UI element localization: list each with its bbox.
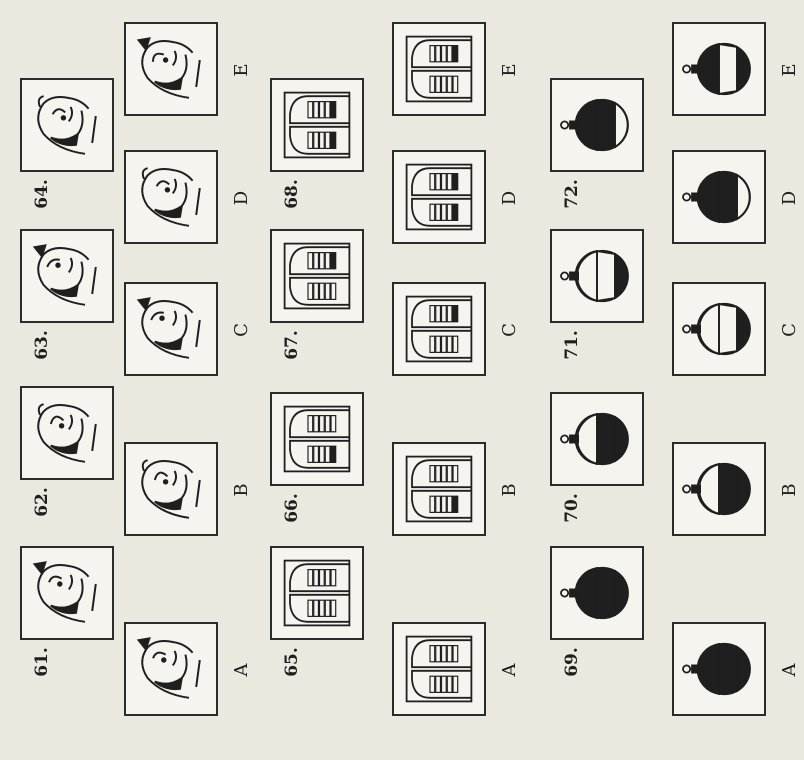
- question-figure-ornament-ball-icon: [550, 392, 644, 486]
- answer-option-a[interactable]: [124, 622, 218, 716]
- answer-option-c[interactable]: [392, 282, 486, 376]
- option-letter: D: [778, 178, 802, 218]
- ornament-ball-icon: [674, 444, 764, 534]
- question-figure-face-profile-icon: [20, 546, 114, 640]
- question-number: 70.: [560, 488, 584, 528]
- answer-option-e[interactable]: [672, 22, 766, 116]
- option-letter: C: [778, 310, 802, 350]
- option-letter: E: [230, 50, 254, 90]
- option-letter: E: [498, 50, 522, 90]
- option-letter: C: [498, 310, 522, 350]
- question-number: 71.: [560, 325, 584, 365]
- answer-option-d[interactable]: [672, 150, 766, 244]
- question-number: 63.: [30, 325, 54, 365]
- face-profile-icon: [126, 624, 216, 714]
- option-letter: B: [498, 470, 522, 510]
- double-door-icon: [272, 80, 362, 170]
- double-door-icon: [394, 624, 484, 714]
- question-figure-double-door-icon: [270, 78, 364, 172]
- question-number: 68.: [280, 174, 304, 214]
- question-figure-ornament-ball-icon: [550, 546, 644, 640]
- answer-option-e[interactable]: [392, 22, 486, 116]
- question-figure-ornament-ball-icon: [550, 229, 644, 323]
- question-number: 62.: [30, 482, 54, 522]
- face-profile-icon: [22, 388, 112, 478]
- question-figure-face-profile-icon: [20, 229, 114, 323]
- answer-option-a[interactable]: [392, 622, 486, 716]
- option-letter: B: [230, 470, 254, 510]
- face-profile-icon: [126, 152, 216, 242]
- ornament-ball-icon: [552, 231, 642, 321]
- question-figure-double-door-icon: [270, 392, 364, 486]
- ornament-ball-icon: [552, 394, 642, 484]
- question-number: 67.: [280, 325, 304, 365]
- question-number: 64.: [30, 174, 54, 214]
- question-number: 65.: [280, 642, 304, 682]
- double-door-icon: [394, 284, 484, 374]
- answer-option-d[interactable]: [392, 150, 486, 244]
- option-letter: C: [230, 310, 254, 350]
- ornament-ball-icon: [552, 80, 642, 170]
- double-door-icon: [394, 444, 484, 534]
- option-letter: D: [498, 178, 522, 218]
- answer-option-b[interactable]: [124, 442, 218, 536]
- ornament-ball-icon: [674, 284, 764, 374]
- double-door-icon: [394, 152, 484, 242]
- option-letter: D: [230, 178, 254, 218]
- ornament-ball-icon: [552, 548, 642, 638]
- answer-option-e[interactable]: [124, 22, 218, 116]
- option-letter: A: [230, 650, 254, 690]
- question-number: 72.: [560, 174, 584, 214]
- answer-option-c[interactable]: [672, 282, 766, 376]
- double-door-icon: [272, 548, 362, 638]
- face-profile-icon: [22, 548, 112, 638]
- face-profile-icon: [22, 231, 112, 321]
- option-letter: B: [778, 470, 802, 510]
- double-door-icon: [272, 394, 362, 484]
- face-profile-icon: [126, 24, 216, 114]
- ornament-ball-icon: [674, 152, 764, 242]
- face-profile-icon: [22, 80, 112, 170]
- option-letter: E: [778, 50, 802, 90]
- question-figure-ornament-ball-icon: [550, 78, 644, 172]
- option-letter: A: [778, 650, 802, 690]
- answer-option-b[interactable]: [672, 442, 766, 536]
- ornament-ball-icon: [674, 24, 764, 114]
- answer-option-d[interactable]: [124, 150, 218, 244]
- question-figure-face-profile-icon: [20, 78, 114, 172]
- face-profile-icon: [126, 444, 216, 534]
- question-figure-face-profile-icon: [20, 386, 114, 480]
- double-door-icon: [394, 24, 484, 114]
- answer-option-c[interactable]: [124, 282, 218, 376]
- option-letter: A: [498, 650, 522, 690]
- ornament-ball-icon: [674, 624, 764, 714]
- question-figure-double-door-icon: [270, 546, 364, 640]
- face-profile-icon: [126, 284, 216, 374]
- double-door-icon: [272, 231, 362, 321]
- question-figure-double-door-icon: [270, 229, 364, 323]
- question-number: 61.: [30, 642, 54, 682]
- question-number: 69.: [560, 642, 584, 682]
- question-number: 66.: [280, 488, 304, 528]
- answer-option-b[interactable]: [392, 442, 486, 536]
- answer-option-a[interactable]: [672, 622, 766, 716]
